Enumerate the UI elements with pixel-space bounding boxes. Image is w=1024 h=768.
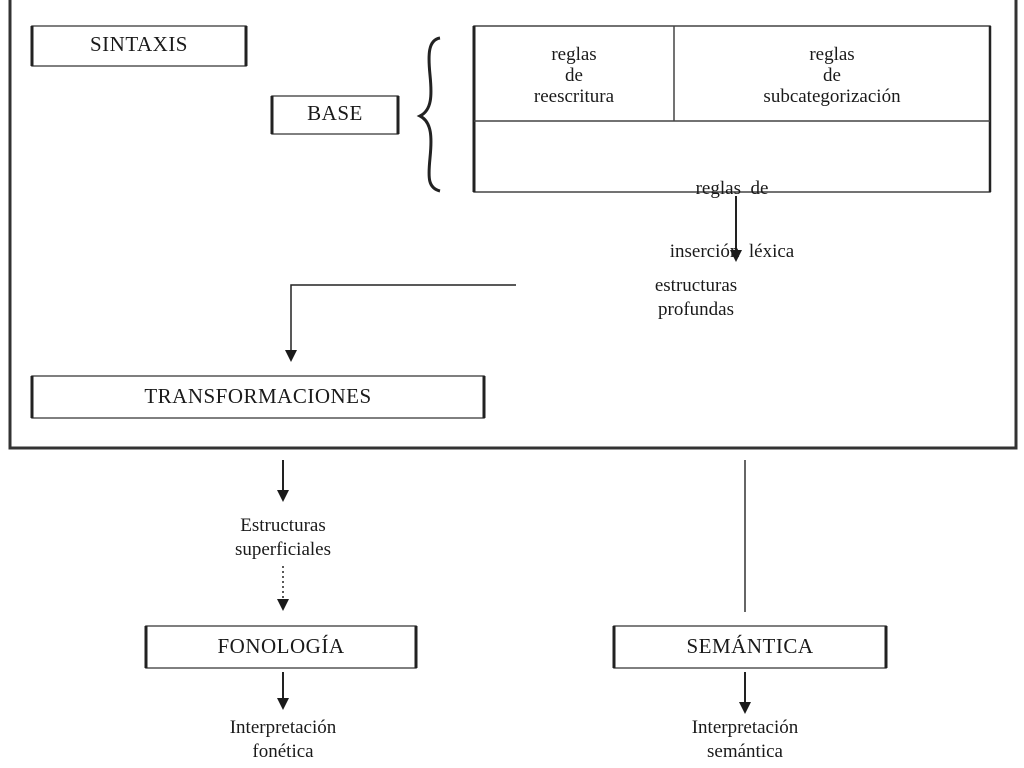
semantic-interpretation-line-1: Interpretación xyxy=(691,717,799,738)
arrow-deep-to-transformations xyxy=(285,284,516,362)
lexical-rules-line-1: reglas de xyxy=(695,178,769,199)
rules-box-frame xyxy=(472,25,992,193)
rewrite-rules-line-2: de xyxy=(565,65,583,86)
subcategorization-rules: reglas de subcategorización xyxy=(674,44,990,107)
surface-structures-label: Estructuras superficiales xyxy=(168,514,398,562)
subcat-rules-line-1: reglas xyxy=(809,44,855,65)
base-box-frame xyxy=(270,95,400,135)
deep-structures-label: estructuras profundas xyxy=(596,274,796,322)
surface-structures-line-2: superficiales xyxy=(234,539,331,560)
sintaxis-box-frame xyxy=(30,25,248,67)
subcat-rules-line-2: de xyxy=(823,65,841,86)
semantic-interpretation-label: Interpretación semántica xyxy=(620,716,870,764)
subcat-rules-line-3: subcategorización xyxy=(763,86,901,107)
deep-structures-line-2: profundas xyxy=(658,299,734,320)
phonetic-interpretation-line-1: Interpretación xyxy=(229,717,337,738)
deep-structures-line-1: estructuras xyxy=(654,275,738,296)
phonetic-interpretation-line-2: fonética xyxy=(252,741,314,762)
syntax-frame xyxy=(8,0,1018,450)
brace xyxy=(416,36,441,193)
rewrite-rules: reglas de reescritura xyxy=(474,44,674,107)
transformaciones-label: TRANSFORMACIONES xyxy=(144,384,372,408)
transformaciones-box-frame xyxy=(30,375,486,419)
base-label: BASE xyxy=(307,101,363,125)
fonologia-box-frame xyxy=(144,625,418,669)
phonetic-interpretation-label: Interpretación fonética xyxy=(158,716,408,764)
lexical-rules-line-2: inserción léxica xyxy=(669,241,795,262)
semantic-interpretation-line-2: semántica xyxy=(707,741,783,762)
sintaxis-label: SINTAXIS xyxy=(90,32,188,56)
rewrite-rules-line-3: reescritura xyxy=(533,86,615,107)
semantica-box-frame xyxy=(612,625,888,669)
fonologia-label: FONOLOGÍA xyxy=(217,634,345,658)
rewrite-rules-line-1: reglas xyxy=(551,44,597,65)
semantica-label: SEMÁNTICA xyxy=(686,634,814,658)
surface-structures-line-1: Estructuras xyxy=(240,515,326,536)
lexical-insertion-rules: reglas de inserción léxica xyxy=(474,136,990,304)
